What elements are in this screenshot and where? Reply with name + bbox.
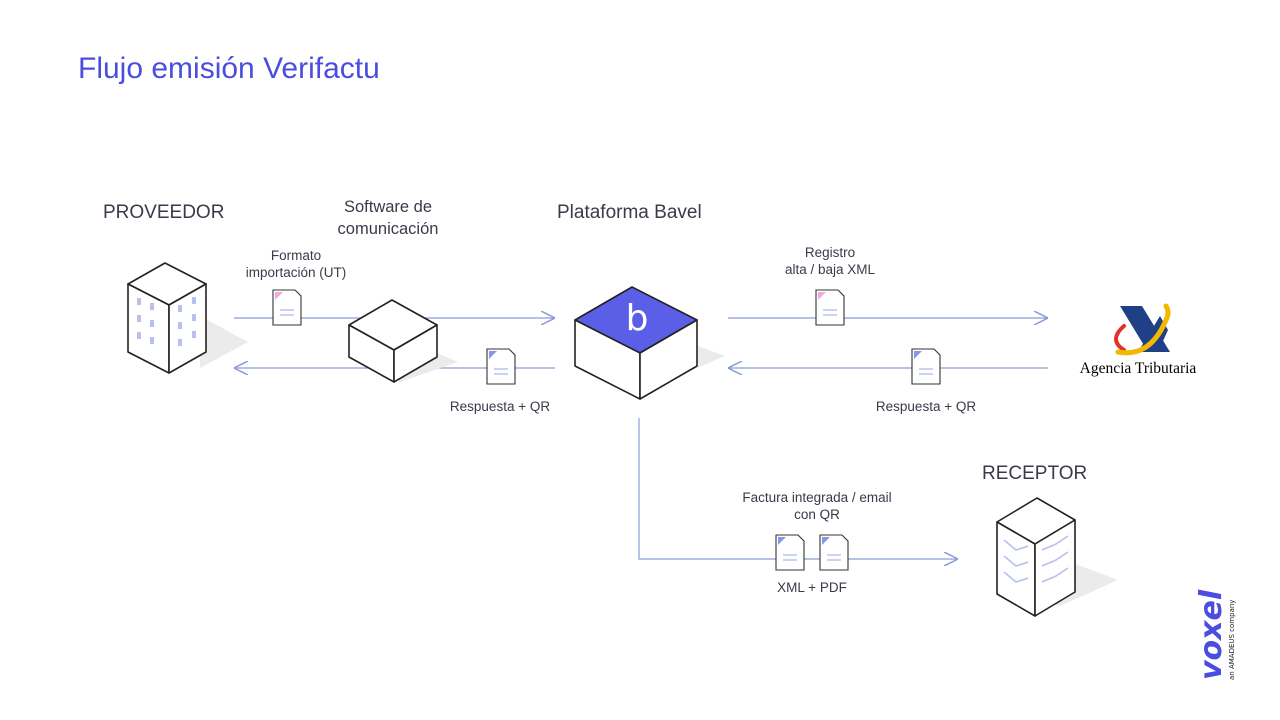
bavel-logo-glyph: b	[626, 298, 649, 339]
factura-line1: Factura integrada / email	[742, 490, 892, 505]
proveedor-label: PROVEEDOR	[103, 202, 225, 223]
registro-line1: Registro	[804, 245, 856, 260]
software-label: Software de comunicación	[320, 196, 456, 240]
formato-line1: Formato	[270, 248, 322, 263]
aeat-logo: Agencia Tributaria	[1080, 303, 1197, 377]
document-icon	[911, 348, 941, 385]
receptor-label: RECEPTOR	[982, 463, 1088, 484]
respuesta-right-label: Respuesta + QR	[875, 399, 977, 414]
factura-line2: con QR	[794, 507, 840, 522]
formato-label: Formato importación (UT)	[236, 247, 356, 281]
document-icon	[815, 289, 845, 326]
respuesta-left-label: Respuesta + QR	[449, 399, 551, 414]
building-icon	[127, 262, 248, 374]
xml-document-icon	[775, 534, 805, 571]
registro-label: Registro alta / baja XML	[770, 244, 890, 278]
bavel-platform-icon: b	[574, 286, 725, 400]
page-title: Flujo emisión Verifactu	[78, 52, 380, 85]
software-label-line2: comunicación	[337, 220, 439, 238]
document-icon	[486, 348, 516, 385]
formato-line2: importación (UT)	[245, 265, 347, 280]
voxel-wordmark: voxel	[1194, 589, 1229, 680]
server-icon	[996, 497, 1118, 617]
arrow-bavel-to-receptor	[638, 418, 958, 559]
voxel-tagline: an AMADEUS company	[1228, 600, 1236, 680]
bavel-label: Plataforma Bavel	[557, 202, 702, 223]
aeat-name: Agencia Tributaria	[1080, 360, 1197, 377]
pdf-document-icon	[819, 534, 849, 571]
software-label-line1: Software de	[343, 198, 433, 216]
document-icon	[272, 289, 302, 326]
xml-pdf-label: XML + PDF	[777, 580, 847, 595]
registro-line2: alta / baja XML	[784, 262, 876, 277]
voxel-logo: voxel an AMADEUS company	[1194, 589, 1236, 680]
software-box-icon	[348, 299, 458, 383]
factura-label: Factura integrada / email con QR	[727, 489, 907, 523]
